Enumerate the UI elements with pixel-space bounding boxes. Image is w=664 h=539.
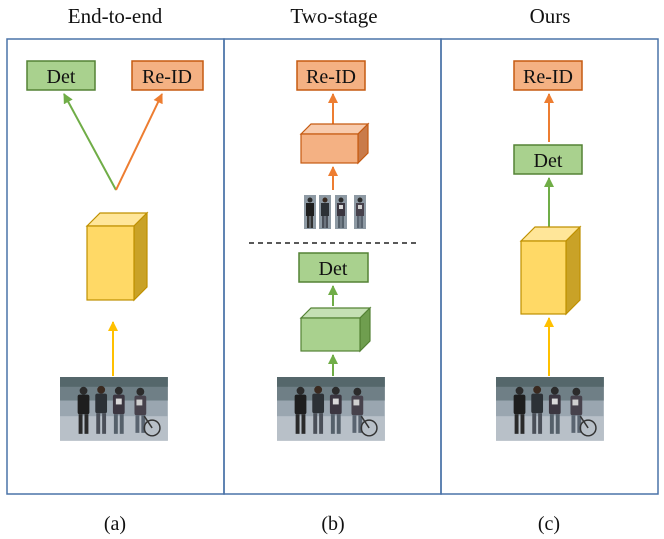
- panel-b-title: Two-stage: [290, 4, 377, 28]
- panel-a-reid-label: Re-ID: [142, 66, 192, 88]
- person-crop: [354, 195, 366, 229]
- panel-b-reid-network-block: [299, 122, 370, 165]
- person-crop: [319, 195, 331, 229]
- panel-a-caption: (a): [104, 513, 126, 535]
- panel-c-det-label: Det: [534, 150, 563, 172]
- panel-c-border: [440, 38, 659, 495]
- panel-c-title: Ours: [530, 4, 571, 28]
- panel-c-det-box: Det: [513, 144, 583, 175]
- panel-b-det-label: Det: [319, 258, 348, 280]
- panel-c-reid-label: Re-ID: [523, 66, 573, 88]
- panel-b-det-network-block: [299, 306, 372, 353]
- panel-b: Re-ID: [249, 60, 417, 442]
- panel-a-input-image: [59, 376, 169, 442]
- panel-b-reid-label: Re-ID: [306, 66, 356, 88]
- panel-b-caption: (b): [321, 513, 344, 535]
- panel-c: Re-ID Det: [495, 60, 605, 442]
- panel-b-reid-box: Re-ID: [296, 60, 366, 91]
- person-crop: [335, 195, 347, 229]
- panel-c-caption: (c): [538, 513, 560, 535]
- panel-a-arrow-to-reid: [115, 93, 163, 191]
- panel-borders: [6, 38, 659, 495]
- panel-b-det-box: Det: [298, 252, 369, 283]
- panel-b-person-crops: [304, 195, 366, 229]
- panel-a-title: End-to-end: [68, 4, 163, 28]
- person-crop: [304, 195, 316, 229]
- panel-a-det-box: Det: [26, 60, 96, 91]
- panel-b-input-image: [276, 376, 386, 442]
- panel-a: Det Re-ID: [26, 60, 204, 442]
- panel-a-arrow-to-det: [63, 93, 117, 191]
- panel-a-reid-box: Re-ID: [131, 60, 204, 91]
- panel-c-input-image: [495, 376, 605, 442]
- panel-a-det-label: Det: [47, 66, 76, 88]
- panel-c-reid-box: Re-ID: [513, 60, 583, 91]
- panel-a-backbone-block: [85, 211, 149, 302]
- panel-c-backbone-block: [519, 225, 582, 316]
